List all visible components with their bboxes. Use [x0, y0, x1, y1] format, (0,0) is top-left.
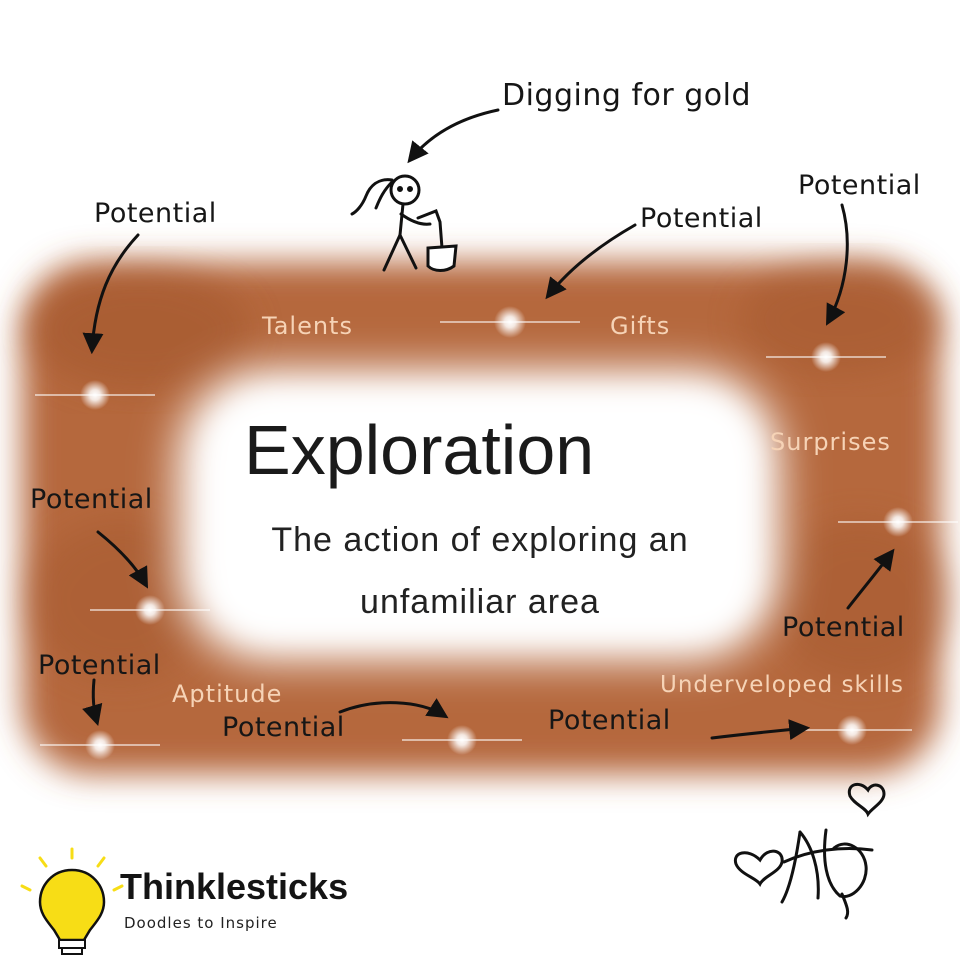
- potential-label-bottom-right: Potential: [548, 705, 671, 736]
- definition-line-1: The action of exploring an: [271, 521, 689, 559]
- arrow-bottom-right: [710, 719, 811, 741]
- sparkles: [35, 306, 958, 760]
- arrow-top-left: [82, 233, 140, 355]
- sparkle: [766, 342, 886, 372]
- arrow-left-middle: [96, 530, 149, 589]
- sparkle: [792, 715, 912, 745]
- arrow-top-middle: [545, 223, 637, 300]
- sparkle: [838, 507, 958, 537]
- sparkle: [35, 380, 155, 410]
- sparkle: [40, 730, 160, 760]
- sparkle: [440, 306, 580, 338]
- arrow-digging: [407, 108, 500, 164]
- stick-figure-digging: [350, 174, 458, 272]
- signature-hearts-doodle: [733, 782, 886, 920]
- gifts-label: Gifts: [610, 312, 671, 340]
- arrow-top-right: [826, 203, 849, 326]
- arrow-right-middle: [846, 548, 895, 610]
- potential-label-top-right: Potential: [798, 170, 921, 201]
- potential-label-right-middle: Potential: [782, 612, 905, 643]
- definition-line-2: unfamiliar area: [360, 583, 600, 621]
- sparkle: [90, 595, 210, 625]
- brand-tagline: Doodles to Inspire: [124, 914, 278, 932]
- sparkle: [402, 725, 522, 755]
- potential-label-left-bottom: Potential: [38, 650, 161, 681]
- potential-label-left-middle: Potential: [30, 484, 153, 515]
- brand-name: Thinklesticks: [120, 866, 349, 907]
- arrow-bottom-middle: [338, 698, 449, 719]
- arrow-left-bottom: [82, 678, 103, 727]
- lightbulb-icon: [20, 847, 124, 955]
- brown-frame: [22, 262, 950, 774]
- page-title: Exploration: [244, 411, 595, 489]
- undeveloped-skills-label: Underveloped skills: [660, 672, 904, 698]
- potential-label-top-middle: Potential: [640, 203, 763, 234]
- digging-for-gold-label: Digging for gold: [502, 78, 752, 113]
- arrows: [82, 108, 895, 741]
- potential-label-bottom-middle: Potential: [222, 712, 345, 743]
- aptitude-label: Aptitude: [172, 680, 283, 708]
- surprises-label: Surprises: [770, 428, 891, 456]
- potential-label-top-left: Potential: [94, 198, 217, 229]
- talents-label: Talents: [262, 312, 353, 340]
